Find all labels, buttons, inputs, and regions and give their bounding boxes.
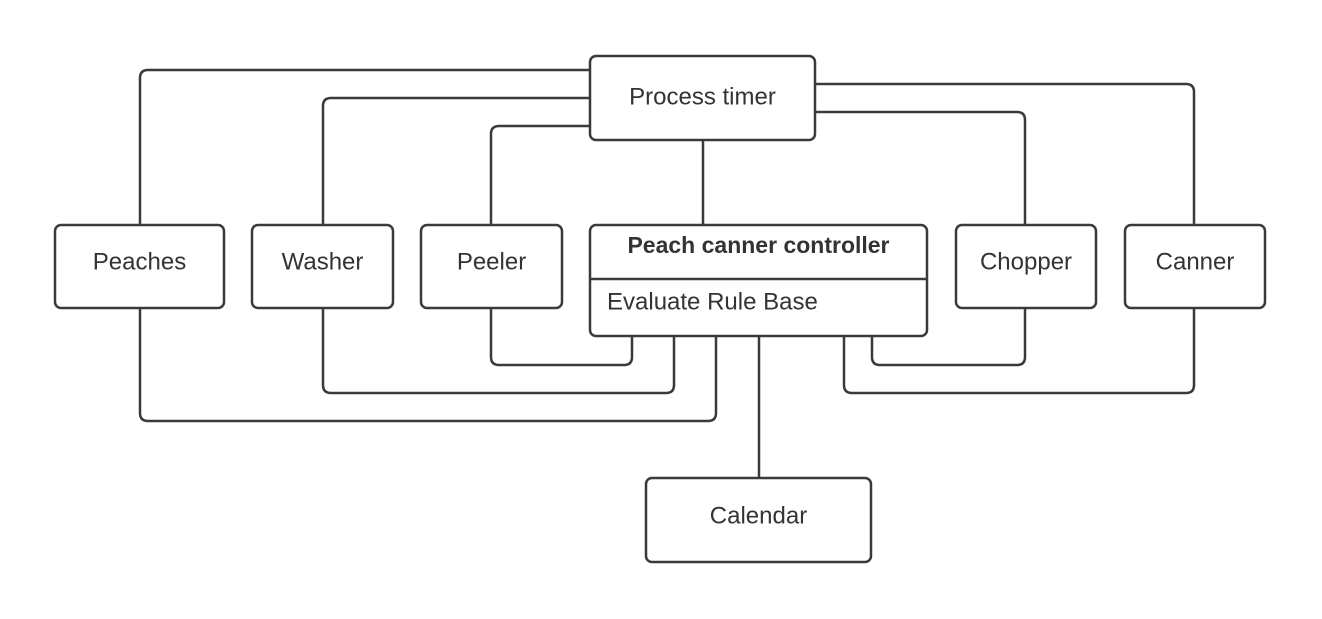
node-controller-operation: Evaluate Rule Base (607, 288, 818, 315)
node-controller[interactable]: Peach canner controller Evaluate Rule Ba… (588, 223, 929, 338)
node-chopper-shape (954, 223, 1098, 310)
connector-controller-washer (321, 308, 676, 395)
node-controller-shape (588, 223, 929, 338)
connector-timer-peeler (489, 124, 590, 225)
node-washer-shape (250, 223, 395, 310)
node-peeler[interactable]: Peeler (419, 223, 564, 310)
connector-timer-chopper (815, 110, 1027, 225)
node-peaches[interactable]: Peaches (53, 223, 226, 310)
connector-controller-canner (842, 308, 1196, 395)
connector-controller-chopper (870, 308, 1027, 367)
node-process-timer-label: Process timer (629, 83, 776, 110)
connectors-process-timer (138, 68, 1196, 225)
node-peeler-label: Peeler (457, 248, 526, 275)
node-chopper-label: Chopper (980, 248, 1072, 275)
connector-timer-washer (321, 96, 590, 225)
node-calendar-shape (644, 476, 873, 564)
connector-timer-peaches (138, 68, 590, 225)
node-calendar-label: Calendar (710, 502, 807, 529)
connector-controller-peaches (138, 308, 718, 423)
node-canner-label: Canner (1156, 248, 1235, 275)
node-washer[interactable]: Washer (250, 223, 395, 310)
node-peaches-shape (53, 223, 226, 310)
node-controller-title: Peach canner controller (627, 232, 889, 258)
node-canner[interactable]: Canner (1123, 223, 1267, 310)
node-calendar[interactable]: Calendar (644, 476, 873, 564)
node-process-timer-shape (588, 54, 817, 142)
node-canner-shape (1123, 223, 1267, 310)
node-chopper[interactable]: Chopper (954, 223, 1098, 310)
node-process-timer[interactable]: Process timer (588, 54, 817, 142)
node-washer-label: Washer (282, 248, 364, 275)
connector-timer-canner (815, 82, 1196, 225)
connectors-controller (138, 308, 1196, 478)
node-peaches-label: Peaches (93, 248, 186, 275)
node-peeler-shape (419, 223, 564, 310)
connector-controller-peeler (489, 308, 634, 367)
